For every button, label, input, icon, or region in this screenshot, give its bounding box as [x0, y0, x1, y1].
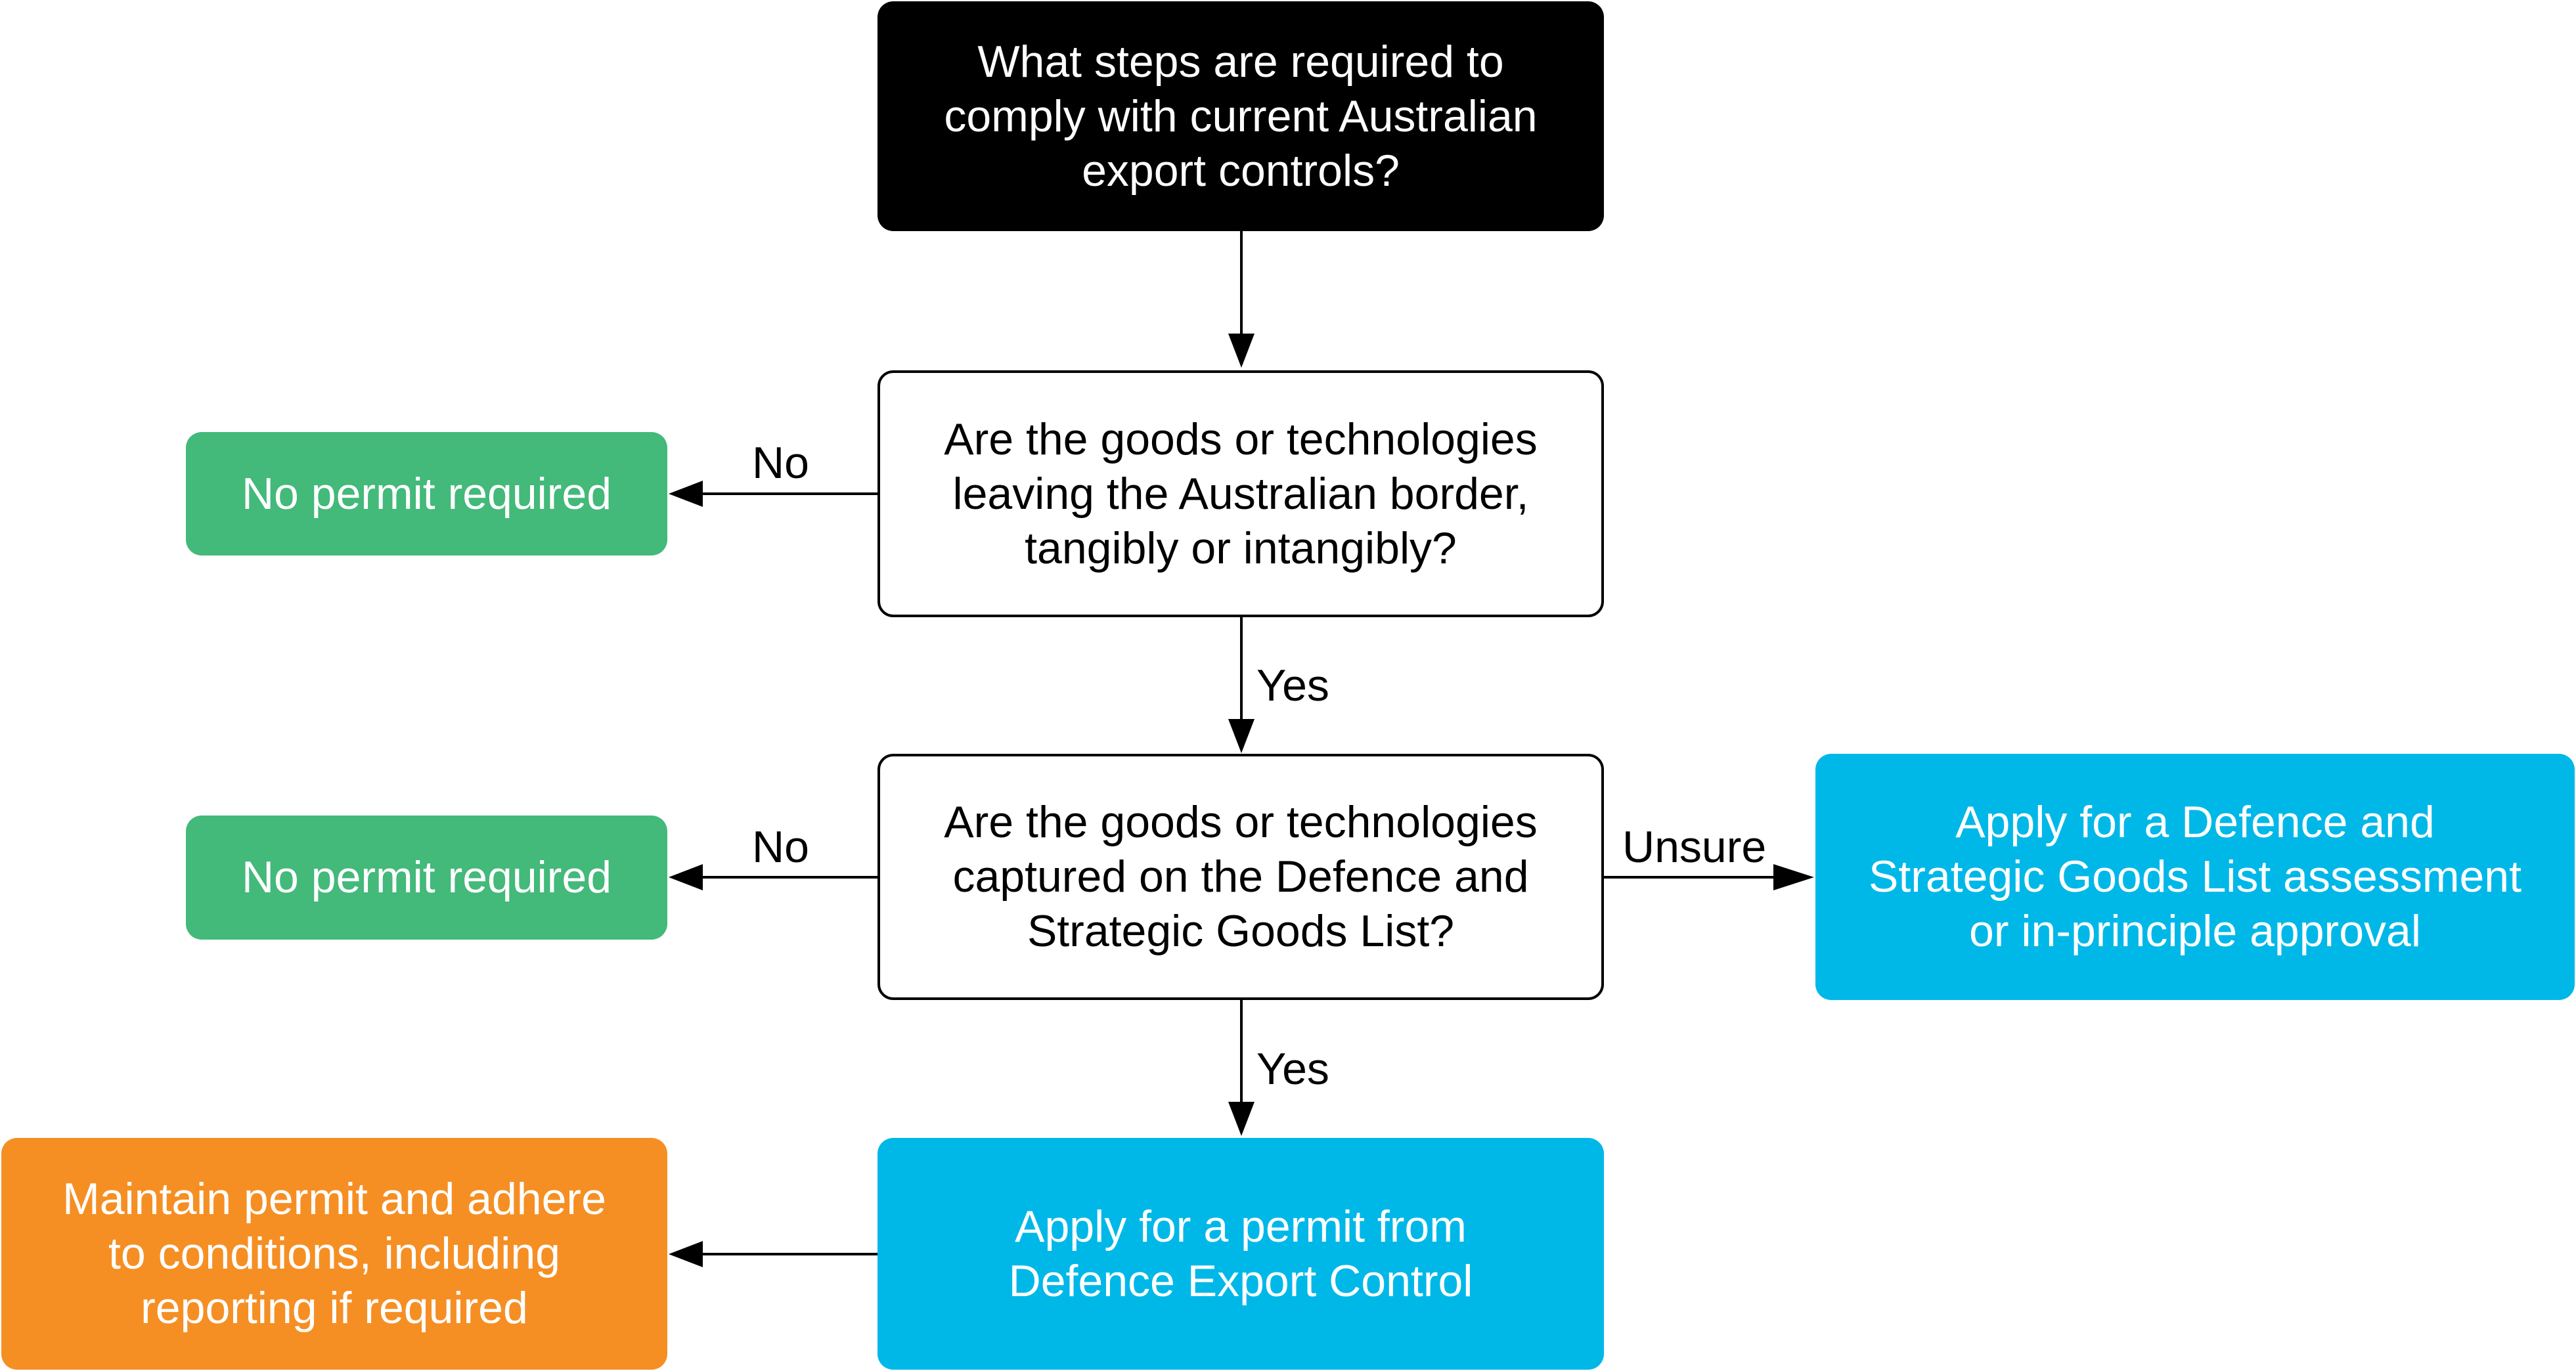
border-question-text: Are the goods or technologies leaving th… [944, 414, 1538, 573]
dsgl-question-text: Are the goods or technologies captured o… [944, 797, 1538, 956]
start-question-text: What steps are required to comply with c… [944, 36, 1538, 196]
arrowhead-dsgl-unsure [1773, 864, 1814, 890]
no-permit-node-2: No permit required [186, 816, 667, 940]
arrowhead-start-to-border [1228, 334, 1255, 368]
edge-label-dsgl-unsure: Unsure [1622, 822, 1767, 872]
apply-assessment-text: Apply for a Defence and Strategic Goods … [1868, 797, 2521, 956]
start-question-node: What steps are required to comply with c… [877, 1, 1604, 231]
edge-label-dsgl-yes: Yes [1256, 1044, 1329, 1094]
arrowhead-border-no [669, 481, 703, 507]
border-question-node: Are the goods or technologies leaving th… [877, 370, 1604, 617]
no-permit-text-1: No permit required [241, 468, 612, 519]
arrowhead-border-yes [1228, 719, 1255, 753]
apply-assessment-node: Apply for a Defence and Strategic Goods … [1815, 754, 2575, 1000]
edge-label-dsgl-no: No [752, 822, 809, 872]
arrowhead-permit-to-maintain [669, 1241, 703, 1267]
edge-label-border-yes: Yes [1256, 661, 1329, 710]
no-permit-node-1: No permit required [186, 432, 667, 555]
arrowhead-dsgl-no [669, 864, 703, 890]
arrowhead-dsgl-yes [1228, 1102, 1255, 1136]
apply-permit-text: Apply for a permit from Defence Export C… [1008, 1201, 1473, 1306]
apply-permit-node: Apply for a permit from Defence Export C… [877, 1138, 1604, 1370]
maintain-permit-text: Maintain permit and adhere to conditions… [62, 1174, 606, 1333]
no-permit-text-2: No permit required [241, 852, 612, 902]
maintain-permit-node: Maintain permit and adhere to conditions… [1, 1138, 667, 1370]
dsgl-question-node: Are the goods or technologies captured o… [877, 754, 1604, 1000]
edge-label-border-no: No [752, 438, 809, 488]
